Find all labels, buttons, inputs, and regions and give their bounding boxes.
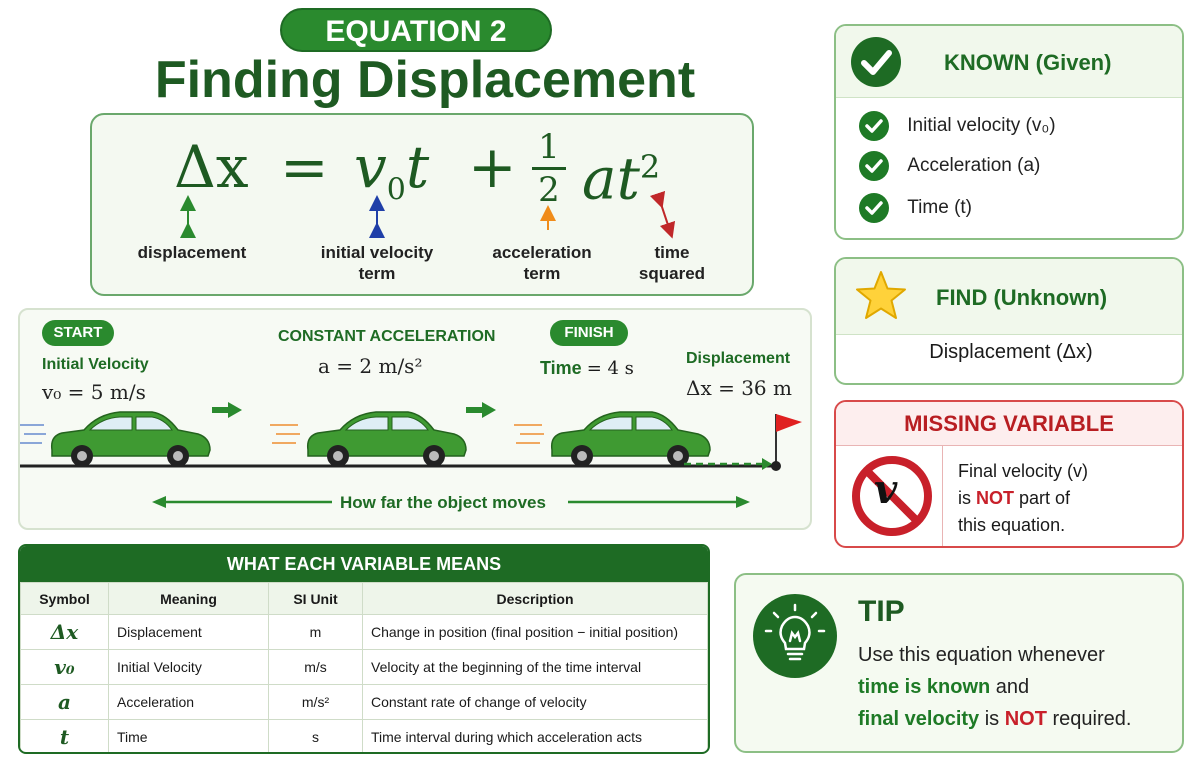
table-header: Description [362, 582, 708, 615]
table-cell-description: Velocity at the beginning of the time in… [362, 649, 708, 685]
label-displacement: displacement [137, 243, 247, 262]
page-title: Finding Displacement [154, 51, 696, 109]
lightbulb-icon [753, 594, 837, 678]
formula-at2: at2 [582, 144, 661, 213]
table-header: SI Unit [268, 582, 363, 615]
initial-velocity-value: v₀ = 5 m/s [42, 380, 146, 404]
formula-fraction: 1 2 [532, 129, 566, 208]
table-cell-symbol: t [20, 719, 109, 752]
table-row: a Acceleration m/s² Constant rate of cha… [20, 684, 708, 720]
table-row: Δx Displacement m Change in position (fi… [20, 614, 708, 650]
label-acceleration: acceleration term [492, 243, 592, 283]
variable-table-title: WHAT EACH VARIABLE MEANS [20, 546, 708, 582]
speed-lines-1 [20, 424, 46, 444]
prohibited-icon [852, 456, 932, 536]
car-icon [306, 411, 467, 468]
speed-lines-2 [270, 424, 300, 444]
formula-equals: = [280, 133, 329, 201]
table-cell-unit: m/s² [268, 684, 363, 720]
table-cell-meaning: Time [108, 719, 269, 752]
check-icon [851, 37, 901, 87]
time-arrow [649, 190, 676, 239]
known-item: Time (t) [858, 192, 972, 224]
speed-lines-3 [514, 424, 544, 444]
table-cell-unit: m [268, 614, 363, 650]
known-item-label: Initial velocity (v₀) [907, 115, 1056, 136]
find-title: FIND (Unknown) [936, 285, 1108, 310]
motion-caption: How far the object moves [340, 493, 546, 512]
find-card-header: FIND (Unknown) [836, 259, 1182, 335]
table-cell-meaning: Initial Velocity [108, 649, 269, 685]
equation-badge: EQUATION 2 [280, 8, 552, 52]
missing-title: MISSING VARIABLE [836, 402, 1182, 446]
known-item: Initial velocity (v₀) [858, 110, 1056, 142]
formula-arrows [180, 190, 676, 239]
table-row: v₀ Initial Velocity m/s Velocity at the … [20, 649, 708, 685]
table-cell-meaning: Acceleration [108, 684, 269, 720]
start-pill: START [42, 320, 114, 346]
table-header-row: Symbol Meaning SI Unit Description [20, 582, 708, 615]
initial-velocity-label: Initial Velocity [42, 356, 149, 373]
flag-icon [771, 414, 802, 471]
known-item-label: Acceleration (a) [907, 155, 1041, 176]
label-initial-velocity: initial velocity term [320, 243, 434, 283]
find-item: Displacement (Δx) [929, 341, 1093, 363]
motion-scene [20, 402, 802, 508]
table-cell-unit: m/s [268, 649, 363, 685]
star-icon [856, 271, 906, 319]
check-icon [859, 111, 889, 141]
missing-card: MISSING VARIABLE v Final velocity (v) is… [834, 400, 1184, 548]
arrow-icon [212, 402, 242, 418]
table-cell-description: Constant rate of change of velocity [362, 684, 708, 720]
motion-panel: START FINISH Initial Velocity v₀ = 5 m/s… [18, 308, 812, 530]
label-time-squared: time squared [638, 243, 706, 283]
check-icon [859, 151, 889, 181]
variable-table: WHAT EACH VARIABLE MEANS Symbol Meaning … [18, 544, 710, 754]
time-readout: Time = 4 s [540, 358, 634, 379]
find-card: FIND (Unknown) Displacement (Δx) [834, 257, 1184, 385]
tip-title: TIP [858, 595, 905, 628]
table-cell-symbol: v₀ [20, 649, 109, 685]
tip-card: TIP Use this equation whenever time is k… [734, 573, 1184, 753]
constant-acceleration-label: CONSTANT ACCELERATION [278, 328, 496, 345]
displacement-value: Δx = 36 m [686, 376, 792, 400]
displacement-label: Displacement [686, 350, 791, 367]
tip-text: Use this equation whenever time is known… [858, 644, 1132, 730]
missing-text: Final velocity (v) is NOT part of this e… [958, 461, 1089, 535]
caption-arrow [152, 496, 750, 508]
table-cell-description: Change in position (final position − ini… [362, 614, 708, 650]
finish-pill: FINISH [550, 320, 628, 346]
car-icon [50, 411, 211, 468]
formula-delta-x: Δx [174, 133, 249, 201]
formula-box: Δx = v0t + 1 2 at2 displacement initial … [90, 113, 754, 296]
table-cell-unit: s [268, 719, 363, 752]
table-cell-symbol: Δx [20, 614, 109, 650]
table-header: Symbol [20, 582, 109, 615]
table-cell-meaning: Displacement [108, 614, 269, 650]
arrow-icon [466, 402, 496, 418]
formula-plus: + [468, 133, 517, 201]
table-row: t Time s Time interval during which acce… [20, 719, 708, 752]
table-header: Meaning [108, 582, 269, 615]
formula-v0t: v0t [354, 133, 430, 208]
known-card: KNOWN (Given) Initial velocity (v₀) Acce… [834, 24, 1184, 240]
known-title: KNOWN (Given) [944, 50, 1112, 75]
known-item-label: Time (t) [907, 197, 973, 218]
table-cell-symbol: a [20, 684, 109, 720]
known-card-header: KNOWN (Given) [836, 26, 1182, 98]
car-icon [550, 411, 711, 468]
missing-symbol: v [874, 466, 898, 513]
constant-acceleration-value: a = 2 m/s² [318, 354, 423, 378]
table-cell-description: Time interval during which acceleration … [362, 719, 708, 752]
check-icon [859, 193, 889, 223]
known-item: Acceleration (a) [858, 150, 1040, 182]
